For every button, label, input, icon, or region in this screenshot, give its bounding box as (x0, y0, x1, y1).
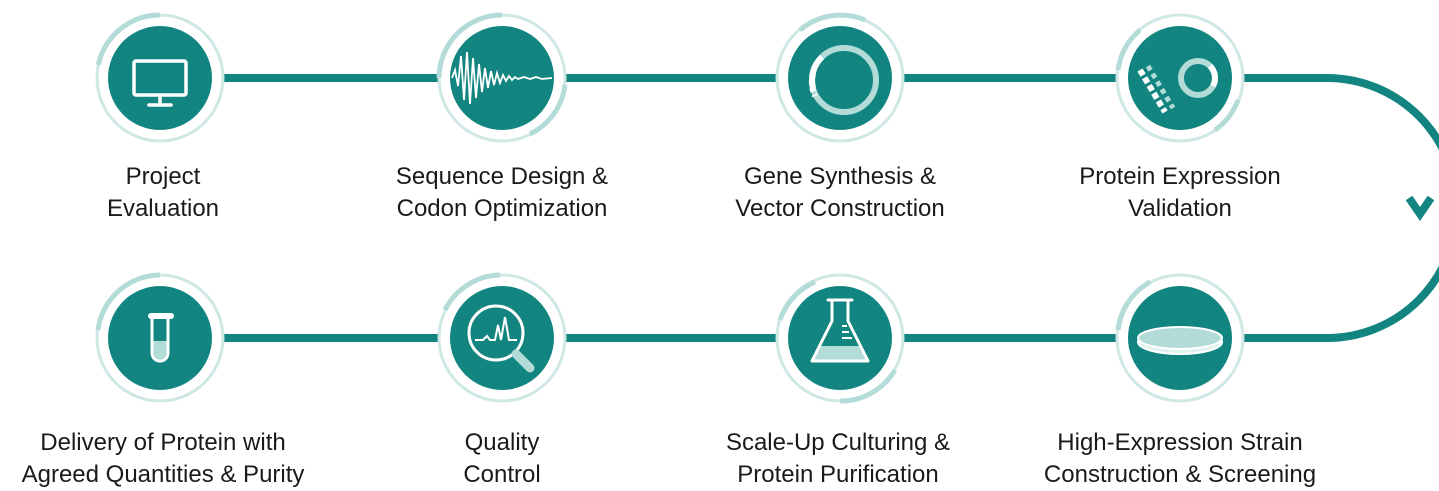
step-label-line: Agreed Quantities & Purity (21, 461, 305, 488)
step-label-line: Sequence Design & (395, 163, 609, 190)
magnifier-chromatogram-icon (467, 304, 535, 373)
step-label-line: Protein Expression (1079, 163, 1281, 190)
step-label-line: Codon Optimization (396, 195, 608, 222)
step-label-line: Vector Construction (735, 195, 945, 222)
flow-connector-line (160, 74, 1439, 342)
flow-arrow-icon (1405, 195, 1435, 222)
step-delivery (95, 272, 225, 403)
step-protein-expression (1115, 13, 1245, 143)
step-label-line: Project (125, 163, 201, 190)
step-label-delivery: Delivery of Protein with Agreed Quantiti… (0, 427, 333, 491)
step-label-line: Control (463, 461, 541, 488)
step-strain-construction (1115, 273, 1245, 403)
step-label-line: Protein Purification (737, 461, 939, 488)
step-gene-synthesis (775, 12, 905, 143)
step-label-line: Delivery of Protein with (40, 429, 286, 456)
step-quality-control (437, 272, 567, 403)
step-label-gene-synthesis: Gene Synthesis & Vector Construction (670, 161, 1010, 225)
step-label-line: Construction & Screening (1043, 461, 1317, 488)
step-label-line: Evaluation (106, 195, 220, 222)
step-scale-up (775, 273, 905, 404)
step-label-sequence-design: Sequence Design & Codon Optimization (332, 161, 672, 225)
plasmid-icon (808, 45, 879, 115)
test-tube-icon (148, 313, 174, 363)
dna-plasmid-icon (1137, 58, 1218, 114)
step-label-line: Scale-Up Culturing & (725, 429, 951, 456)
flask-icon (810, 298, 870, 363)
monitor-icon (132, 59, 188, 107)
step-label-strain-construction: High-Expression Strain Construction & Sc… (1010, 427, 1350, 491)
step-label-line: Quality (464, 429, 540, 456)
step-label-line: Gene Synthesis & (743, 163, 937, 190)
step-label-project-evaluation: Project Evaluation (0, 161, 333, 225)
step-label-line: High-Expression Strain (1057, 429, 1303, 456)
step-label-protein-expression: Protein Expression Validation (1010, 161, 1350, 225)
waveform-icon (451, 51, 553, 105)
step-sequence-design (436, 12, 568, 143)
step-label-quality-control: Quality Control (332, 427, 672, 491)
step-label-line: Validation (1128, 195, 1232, 222)
step-label-scale-up: Scale-Up Culturing & Protein Purificatio… (668, 427, 1008, 491)
step-project-evaluation (95, 12, 225, 143)
petri-dish-icon (1137, 326, 1223, 355)
